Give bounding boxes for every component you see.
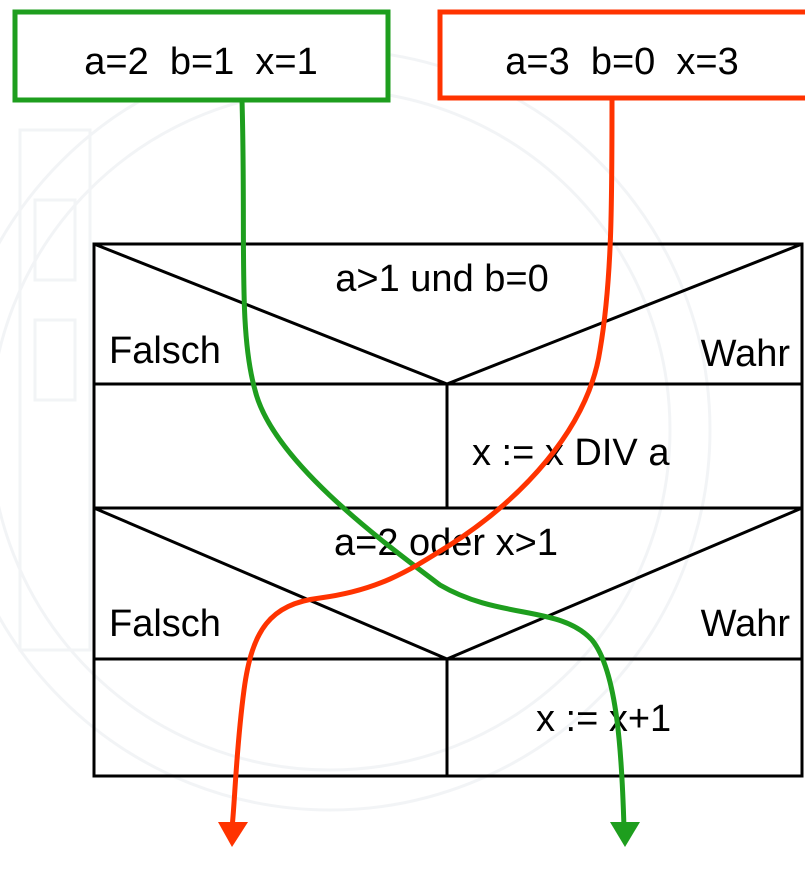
red-trace-box: a=3 b=0 x=3 [437, 9, 805, 101]
red-trace-values: a=3 b=0 x=3 [505, 41, 738, 83]
green-arrowhead [610, 822, 640, 847]
decision1-false-label: Falsch [109, 330, 221, 372]
decision1-true-label: Wahr [701, 333, 791, 375]
decision2-right-diagonal [446, 506, 803, 661]
red-execution-path [229, 97, 615, 831]
seal-watermark [0, 48, 712, 812]
decision2-false-label: Falsch [109, 603, 221, 645]
decision1-right-diagonal [446, 242, 803, 386]
decision1-condition: a>1 und b=0 [335, 258, 548, 300]
green-trace-values: a=2 b=1 x=1 [84, 41, 317, 83]
decision1-true-statement: x := x DIV a [472, 432, 670, 474]
decision2-true-statement: x := x+1 [536, 698, 671, 740]
green-trace-box: a=2 b=1 x=1 [12, 9, 391, 103]
decision1-left-diagonal [93, 242, 448, 386]
red-arrowhead [218, 822, 248, 847]
decision2-true-label: Wahr [701, 603, 791, 645]
decision2-left-diagonal [93, 506, 448, 661]
structogram [92, 242, 804, 778]
